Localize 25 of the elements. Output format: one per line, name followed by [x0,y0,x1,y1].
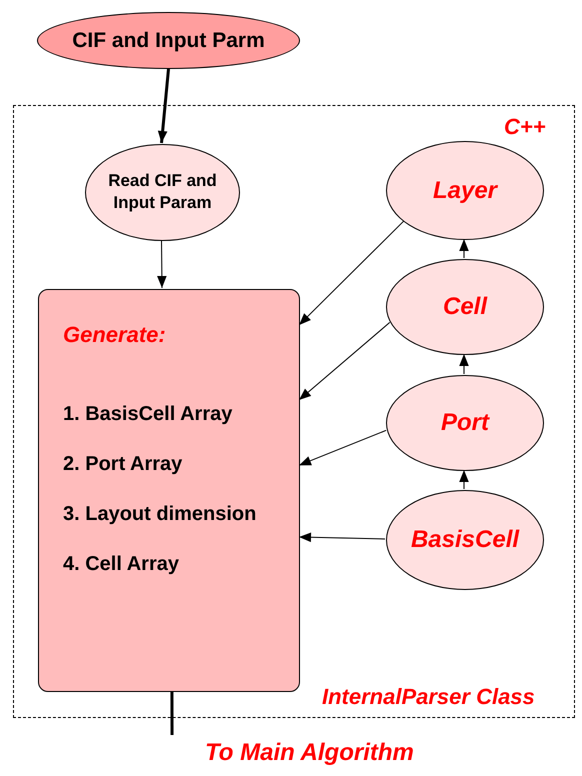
arrow [158,68,170,144]
node-label: Read CIF and Input Param [107,170,218,214]
arrow [298,220,404,326]
list-item: 2. Port Array [63,453,182,476]
process-box [38,289,300,692]
arrow [459,238,469,258]
arrow [459,470,469,490]
list-item: 3. Layout dimension [63,503,256,526]
class-language-label: C++ [504,114,546,140]
arrow [157,240,167,288]
node-label: CIF and Input Parm [71,27,266,54]
arrow [298,532,386,542]
node-label: To Main Algorithm [205,739,414,767]
list-item: 4. Cell Array [63,553,179,576]
list-item: 1. BasisCell Array [63,403,232,426]
arrow [298,322,390,401]
node-label: Layer [432,175,499,206]
arrow [298,430,387,466]
node-label: BasisCell [410,524,520,555]
box-heading: Generate: [63,322,166,348]
node-label: Cell [442,292,488,322]
arrow [459,354,469,374]
class-boundary [13,105,575,718]
class-name-label: InternalParser Class [322,684,535,710]
node-label: Port [440,408,491,438]
